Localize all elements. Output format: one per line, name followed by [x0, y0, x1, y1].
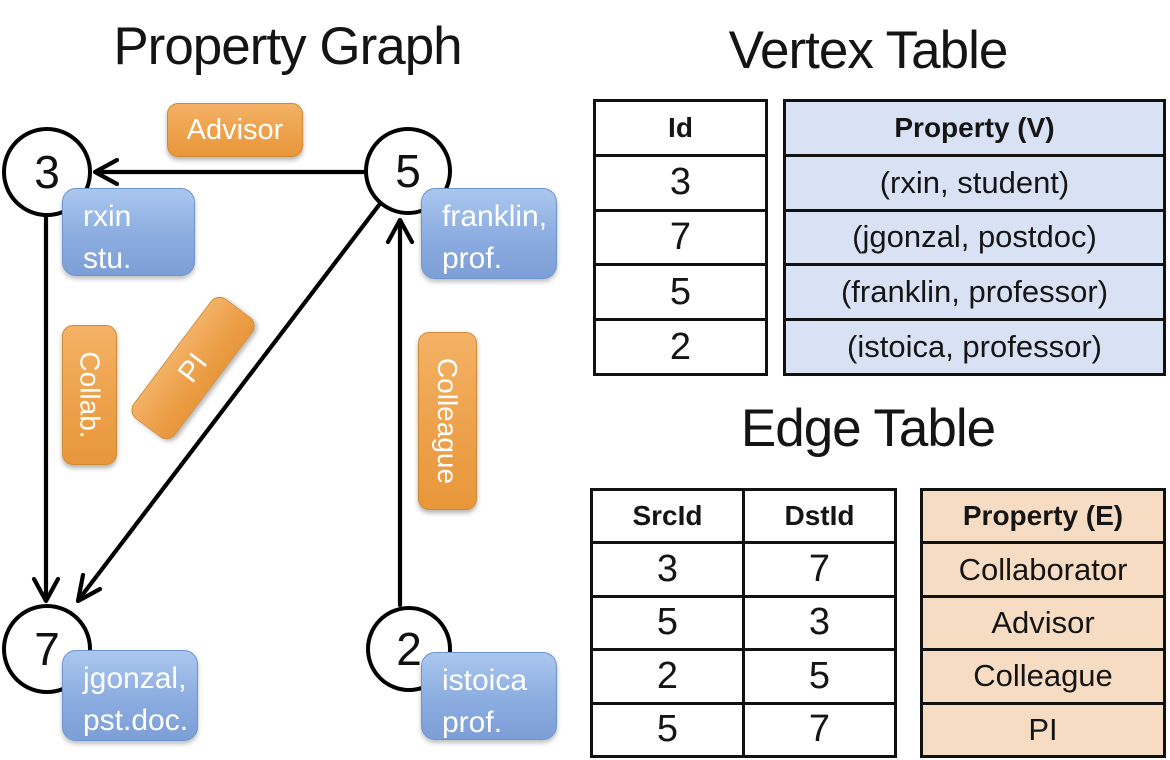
graph-edges [31, 157, 415, 608]
vertex-property-pill-rxin: rxin stu. [62, 188, 195, 276]
edge-label-text: Colleague [432, 357, 464, 485]
edge-table-cell-src: 2 [593, 651, 742, 702]
edge-pi-line [77, 202, 382, 601]
vertex-table-property-column: Property (V) (rxin, student) (jgonzal, p… [783, 99, 1166, 376]
vertex-table-cell-id: 3 [596, 156, 765, 209]
vertex-property-line: franklin, [442, 200, 548, 233]
edge-table-cell-property: Advisor [923, 597, 1163, 649]
vertex-property-line: rxin [83, 200, 132, 233]
vertex-table-title: Vertex Table [728, 21, 1009, 80]
vertex-property-line: prof. [442, 706, 503, 739]
edge-table-cell-src: 3 [593, 544, 742, 595]
vertex-table-cell-property: (istoica, professor) [786, 321, 1163, 373]
edge-table-cell-property: Collaborator [923, 544, 1163, 595]
node-id-label: 2 [396, 623, 422, 675]
edge-table-title: Edge Table [740, 399, 996, 458]
edge-table-property-column: Property (E) Collaborator Advisor Collea… [920, 488, 1166, 758]
vertex-property-line: stu. [83, 242, 132, 275]
edge-table-cell-src: 5 [593, 704, 742, 755]
vertex-property-pill-jgonzal: jgonzal, pst.doc. [62, 650, 198, 741]
edge-table-cell-src: 5 [593, 597, 742, 649]
edge-pi-arrowhead [75, 572, 103, 604]
edge-label-text: Collab. [74, 351, 106, 439]
node-id-label: 5 [395, 145, 421, 197]
vertex-table-cell-property: (rxin, student) [786, 156, 1163, 209]
edge-table-cell-property: Colleague [923, 651, 1163, 702]
vertex-table-header-id: Id [596, 102, 765, 154]
edge-table-header-dstid: DstId [745, 491, 894, 542]
edge-label-text: PI [171, 347, 214, 389]
vertex-table-header-property: Property (V) [786, 102, 1163, 154]
edge-label-collab: Collab. [62, 325, 117, 465]
vertex-table-cell-property: (franklin, professor) [786, 266, 1163, 319]
edge-label-colleague: Colleague [418, 332, 477, 510]
node-id-label: 3 [34, 146, 60, 198]
vertex-table-cell-id: 7 [596, 211, 765, 264]
edge-table-header-srcid: SrcId [593, 491, 742, 542]
vertex-property-line: jgonzal, [83, 662, 187, 695]
vertex-table-cell-id: 2 [596, 321, 765, 373]
vertex-property-pill-franklin: franklin, prof. [421, 188, 557, 279]
edge-table-src-dst-columns: SrcId DstId 3 7 5 3 2 5 5 7 [590, 488, 897, 758]
edge-table-cell-dst: 7 [745, 704, 894, 755]
edge-collab-arrowhead [31, 576, 61, 604]
vertex-table-cell-id: 5 [596, 266, 765, 319]
node-circle-2: 2 [366, 606, 452, 692]
edge-table-cell-property: PI [923, 704, 1163, 755]
vertex-property-line: pst.doc. [83, 704, 189, 737]
edge-advisor-arrowhead [92, 157, 120, 187]
vertex-property-pill-istoica: istoica prof. [421, 652, 557, 740]
vertex-table-id-column: Id 3 7 5 2 [593, 99, 768, 376]
edge-colleague-arrowhead [385, 217, 415, 245]
edge-table-cell-dst: 5 [745, 651, 894, 702]
edge-table-cell-dst: 3 [745, 597, 894, 649]
edge-table-cell-dst: 7 [745, 544, 894, 595]
vertex-table-cell-property: (jgonzal, postdoc) [786, 211, 1163, 264]
edge-label-text: Advisor [186, 113, 284, 146]
property-graph-title: Property Graph [113, 17, 462, 76]
vertex-property-line: istoica [442, 664, 528, 697]
edge-label-advisor: Advisor [167, 103, 303, 157]
vertex-property-line: prof. [442, 242, 503, 275]
node-id-label: 7 [34, 623, 60, 675]
edge-table-header-property: Property (E) [923, 491, 1163, 542]
